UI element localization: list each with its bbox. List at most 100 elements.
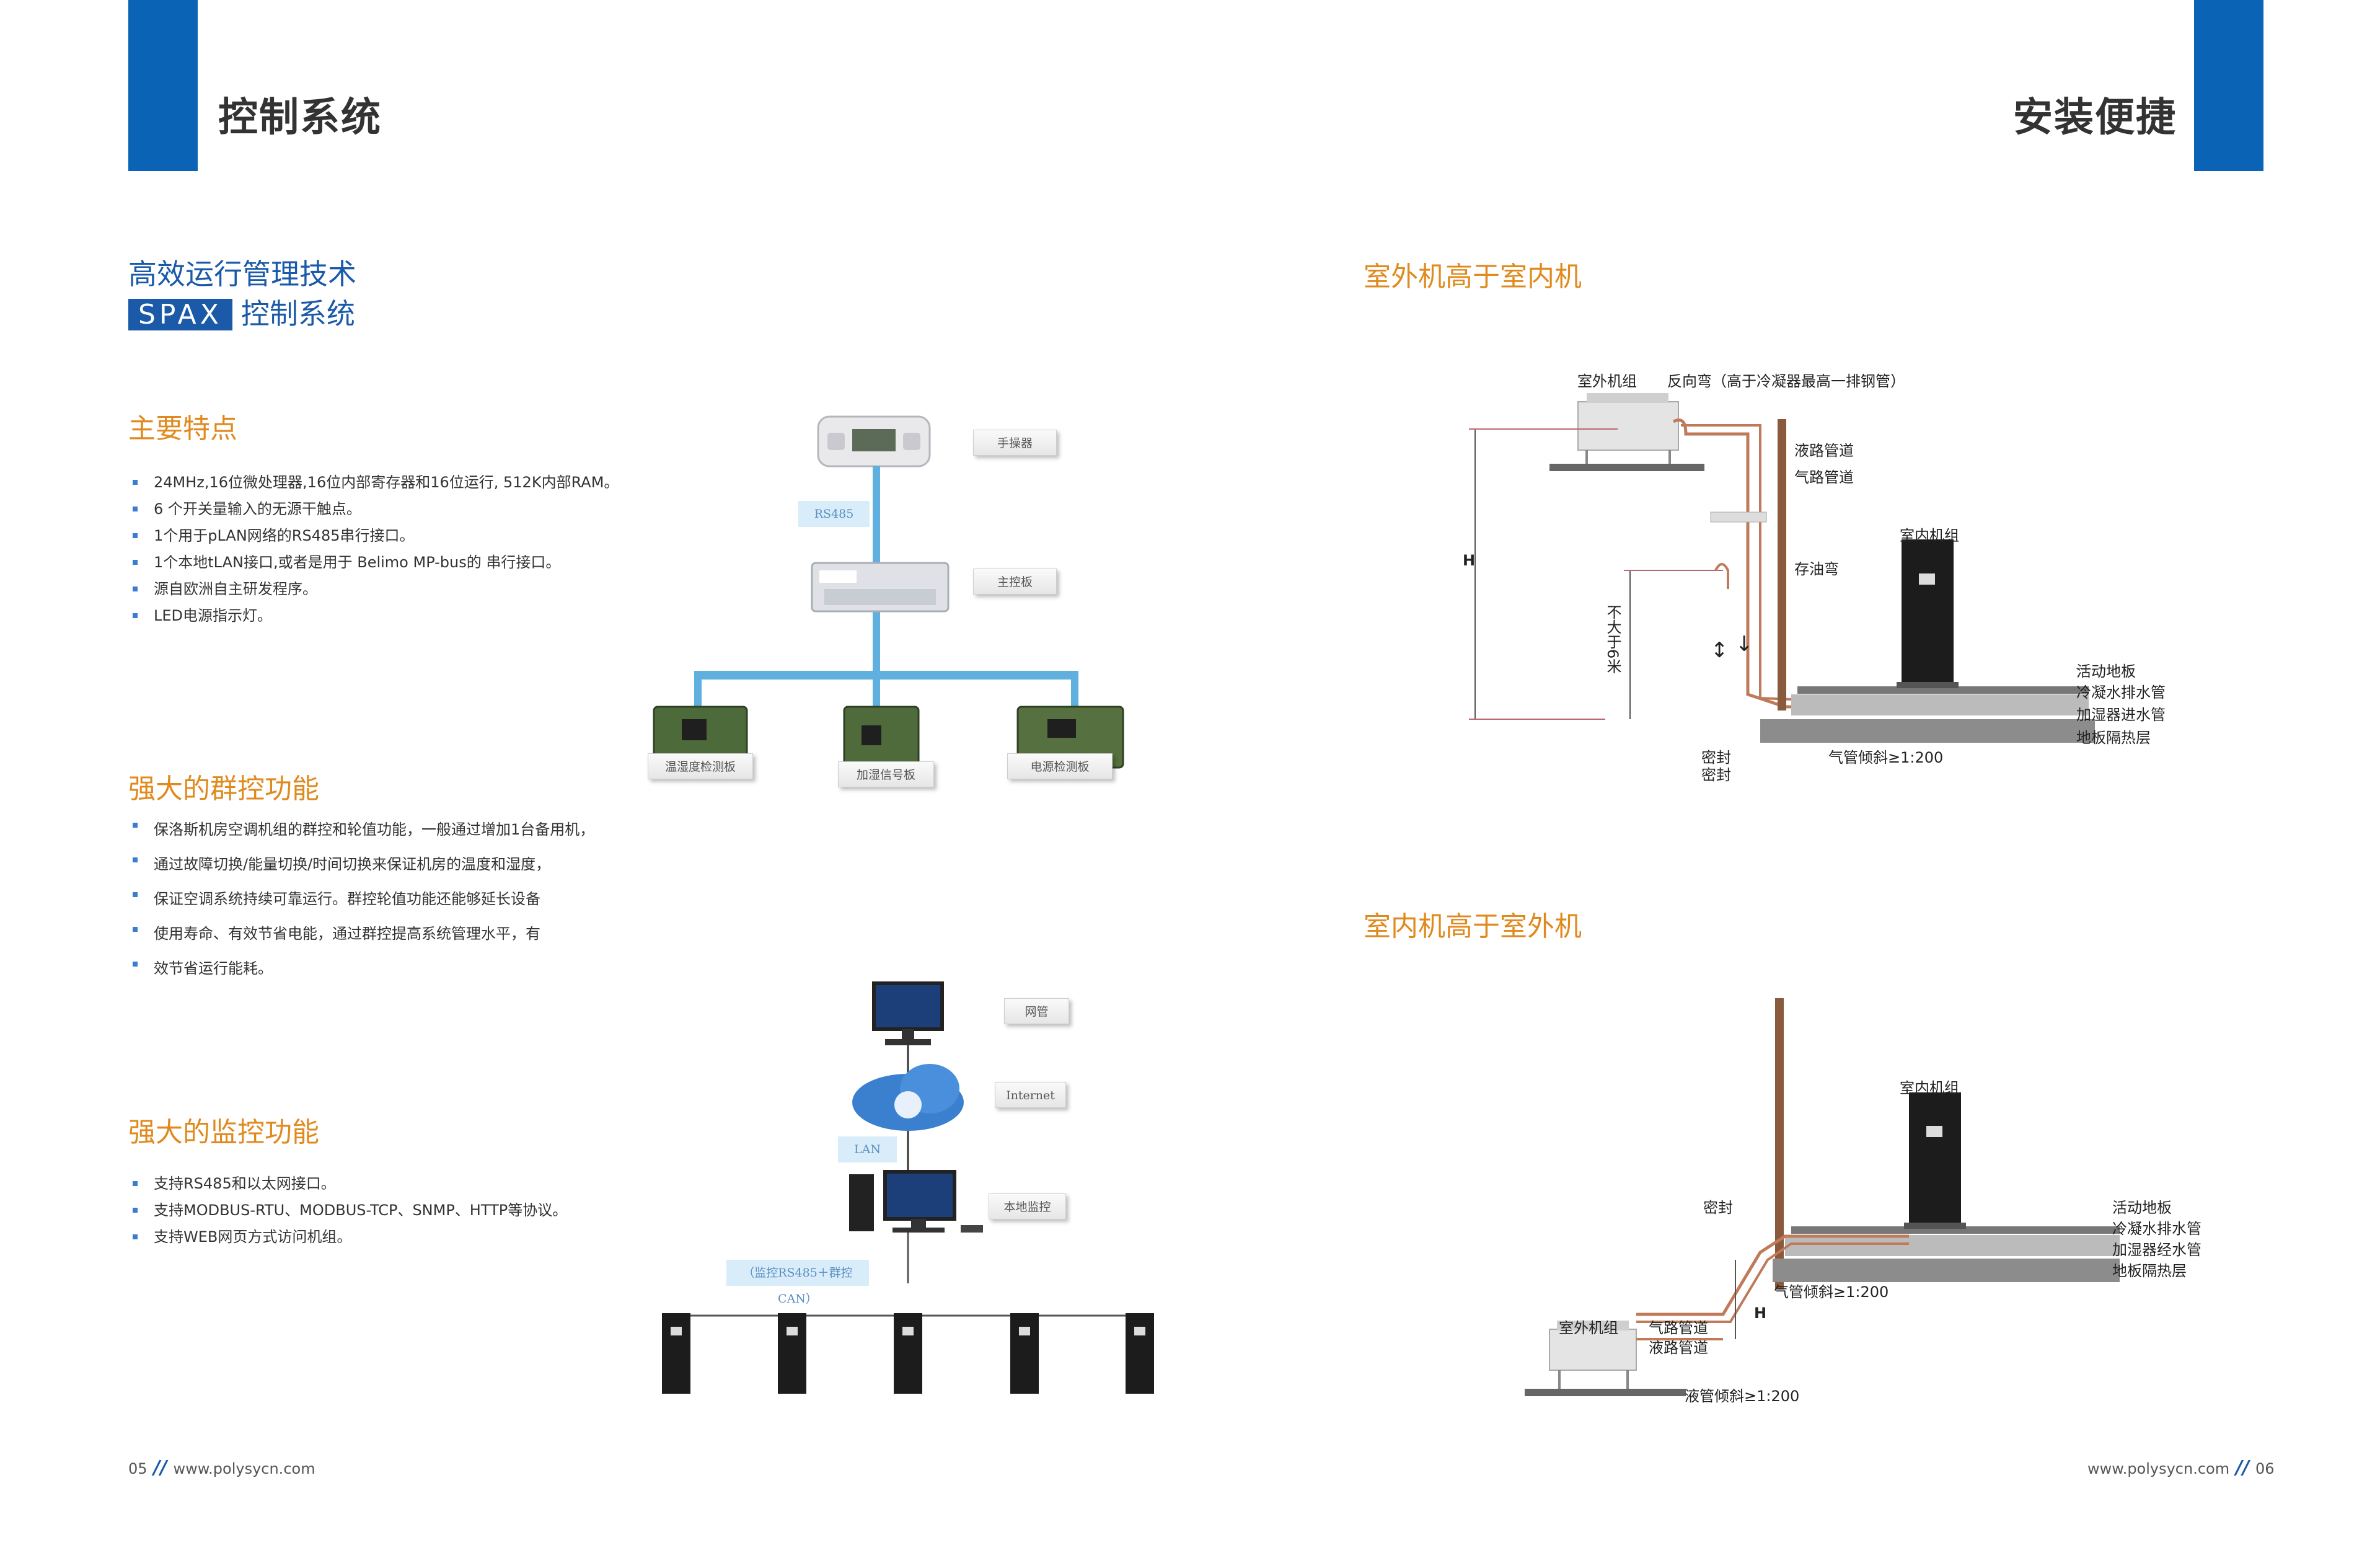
label-max-6m: 不大于6米 [1604, 604, 1621, 674]
ac-unit-3 [894, 1313, 922, 1394]
spax-heading-text: 控制系统 [240, 297, 355, 330]
indoor-higher-diagram [1525, 998, 2120, 1396]
controller-network-diagram [653, 415, 1124, 782]
label-seal-1: 密封 [1701, 749, 1731, 766]
right-header-bar [2194, 0, 2263, 171]
footer-url[interactable]: www.polysycn.com [2087, 1460, 2230, 1477]
ac-unit-1 [662, 1313, 690, 1394]
outdoor-unit [1577, 401, 1679, 451]
refrigerant-pipes [1636, 1234, 1909, 1316]
label-h-bottom: H [1754, 1304, 1767, 1322]
bus-tag: （监控RS485＋群控CAN） [726, 1260, 869, 1306]
label-h-top: H [1463, 552, 1476, 569]
left-page-title: 控制系统 [218, 95, 382, 141]
handset-screen [852, 429, 896, 451]
right-page-title: 安装便捷 [2013, 95, 2177, 141]
list-item: 保证空调系统持续可靠运行。群控轮值功能还能够延长设备 [130, 882, 594, 916]
list-item: 效节省运行能耗。 [130, 951, 594, 986]
label-liquid-pipe-b: 液路管道 [1649, 1339, 1708, 1357]
label-condensate-drain: 冷凝水排水管 [2076, 684, 2166, 701]
list-item: 使用寿命、有效节省电能，通过群控提高系统管理水平，有 [130, 916, 594, 951]
rs485-tag: RS485 [798, 501, 870, 527]
lan-tag: LAN [838, 1136, 897, 1162]
floor-insulation [1760, 719, 2095, 743]
svg-text:↓: ↓ [1735, 632, 1753, 657]
list-item: 通过故障切换/能量切换/时间切换来保证机房的温度和湿度， [130, 847, 594, 882]
floor-insulation [1773, 1259, 2120, 1282]
label-reverse-bend: 反向弯（高于冷凝器最高一排钢管） [1667, 373, 1905, 390]
label-gas-slope-b: 气管倾斜≥1:200 [1774, 1283, 1889, 1301]
label-liquid-pipe: 液路管道 [1794, 442, 1854, 459]
footer-slash: // [2236, 1457, 2250, 1479]
label-liquid-slope-b: 液管倾斜≥1:200 [1685, 1388, 1800, 1405]
label-indoor-unit-b: 室内机组 [1900, 1079, 1959, 1097]
page-number: 05 [128, 1460, 148, 1477]
heading-spax-control: SPAX 控制系统 [128, 291, 355, 332]
internet-tag: Internet [995, 1082, 1066, 1108]
building-wall [1775, 998, 1784, 1290]
label-seal-b: 密封 [1703, 1199, 1733, 1216]
outdoor-platform [1549, 464, 1704, 471]
mainboard-tag: 主控板 [973, 569, 1057, 595]
label-gas-pipe: 气路管道 [1794, 469, 1854, 486]
indoor-unit [1909, 1092, 1961, 1226]
list-item: 保洛斯机房空调机组的群控和轮值功能，一般通过增加1台备用机， [130, 812, 594, 847]
ac-unit-5 [1126, 1313, 1154, 1394]
label-floor-insulation: 地板隔热层 [2076, 729, 2151, 746]
left-header-bar [128, 0, 198, 171]
label-condensate-drain-b: 冷凝水排水管 [2112, 1220, 2202, 1237]
local-monitor-pc [849, 1174, 874, 1231]
monitoring-network-diagram [662, 981, 1154, 1394]
board-bus-line [694, 671, 1078, 680]
ac-unit-4 [1010, 1313, 1039, 1394]
outdoor-platform [1525, 1389, 1686, 1396]
outdoor-higher-title: 室外机高于室内机 [1364, 261, 1582, 293]
raised-floor [1797, 686, 2089, 694]
label-indoor-unit: 室内机组 [1900, 527, 1959, 544]
list-item: LED电源指示灯。 [130, 603, 619, 629]
spax-badge: SPAX [128, 299, 232, 330]
footer-url[interactable]: www.polysycn.com [173, 1460, 315, 1477]
label-raised-floor: 活动地板 [2076, 663, 2136, 680]
list-item: 支持MODBUS-RTU、MODBUS-TCP、SNMP、HTTP等协议。 [130, 1197, 567, 1224]
list-item: 支持WEB网页方式访问机组。 [130, 1224, 567, 1251]
label-outdoor-unit: 室外机组 [1577, 373, 1637, 390]
footer-slash: // [153, 1457, 167, 1479]
label-gas-slope-top: 气管倾斜≥1:200 [1828, 749, 1944, 766]
group-control-title: 强大的群控功能 [128, 773, 319, 805]
right-footer: www.polysycn.com // 06 [2087, 1457, 2275, 1479]
list-item: 1个用于pLAN网络的RS485串行接口。 [130, 523, 619, 549]
label-humidifier-inlet-b: 加湿器经水管 [2112, 1241, 2202, 1259]
handset-tag: 手操器 [973, 430, 1057, 456]
temp-board-tag: 温湿度检测板 [648, 753, 753, 779]
heading-efficient-management: 高效运行管理技术 [128, 257, 356, 291]
outdoor-higher-diagram: ↕ ↓ [1469, 393, 2095, 743]
group-control-list: 保洛斯机房空调机组的群控和轮值功能，一般通过增加1台备用机， 通过故障切换/能量… [130, 812, 594, 986]
building-wall [1778, 419, 1786, 711]
label-outdoor-unit-b: 室外机组 [1559, 1319, 1618, 1337]
label-floor-insulation-b: 地板隔热层 [2112, 1262, 2187, 1280]
net-mgmt-tag: 网管 [1004, 998, 1069, 1024]
list-item: 支持RS485和以太网接口。 [130, 1171, 567, 1197]
list-item: 6 个开关量输入的无源干触点。 [130, 496, 619, 523]
label-gas-pipe-b: 气路管道 [1649, 1319, 1708, 1337]
label-seal-2: 密封 [1701, 766, 1731, 784]
list-item: 源自欧洲自主研发程序。 [130, 576, 619, 603]
ac-unit-2 [778, 1313, 806, 1394]
page-number: 06 [2255, 1460, 2275, 1477]
monitoring-title: 强大的监控功能 [128, 1117, 319, 1148]
label-raised-floor-b: 活动地板 [2112, 1199, 2172, 1216]
humid-board-tag: 加湿信号板 [838, 761, 934, 787]
indoor-higher-title: 室内机高于室外机 [1364, 911, 1582, 942]
label-humidifier-inlet: 加湿器进水管 [2076, 706, 2166, 724]
features-title: 主要特点 [128, 413, 237, 445]
features-list: 24MHz,16位微处理器,16位内部寄存器和16位运行, 512K内部RAM。… [130, 469, 619, 629]
net-mgmt-monitor [872, 981, 944, 1031]
raised-floor [1791, 1226, 2120, 1234]
list-item: 24MHz,16位微处理器,16位内部寄存器和16位运行, 512K内部RAM。 [130, 469, 619, 496]
local-monitor-tag: 本地监控 [989, 1193, 1066, 1220]
svg-text:↕: ↕ [1711, 638, 1729, 663]
outdoor-unit [1549, 1329, 1637, 1371]
list-item: 1个本地tLAN接口,或者是用于 Belimo MP-bus的 串行接口。 [130, 549, 619, 576]
monitoring-list: 支持RS485和以太网接口。 支持MODBUS-RTU、MODBUS-TCP、S… [130, 1171, 567, 1251]
